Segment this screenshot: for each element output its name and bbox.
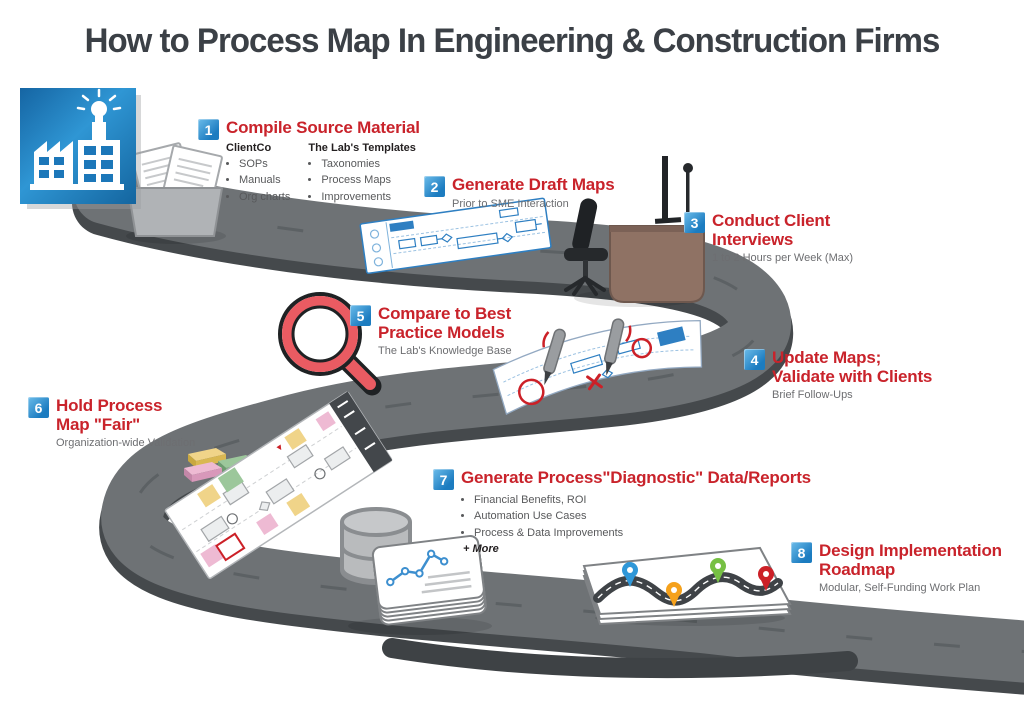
step-8: 8 Design Implementation Roadmap Modular,…: [791, 541, 1002, 595]
list-item: Financial Benefits, ROI: [474, 492, 811, 509]
step-7-title: Generate Process"Diagnostic" Data/Report…: [461, 468, 811, 487]
step-1: 1 Compile Source Material ClientCo SOPs …: [198, 118, 420, 206]
list-item: SOPs: [239, 156, 290, 173]
folder-documents: [126, 142, 224, 237]
draft-map-sheet: [359, 197, 552, 275]
column-header: ClientCo: [226, 141, 272, 154]
magnifier-icon: [278, 292, 382, 396]
step-7-more-label: + More: [463, 543, 499, 556]
winding-road: [72, 162, 1024, 695]
step-3-number-badge: 3: [684, 212, 705, 233]
step-8-number-badge: 8: [791, 542, 812, 563]
step-5-title: Compare to Best Practice Models: [378, 304, 512, 342]
step-4-number-badge: 4: [744, 349, 765, 370]
factory-logo: [20, 88, 141, 209]
location-pin-icons: [622, 558, 774, 607]
step-2: 2 Generate Draft Maps Prior to SME Inter…: [424, 175, 615, 210]
step-1-number-badge: 1: [198, 119, 219, 140]
step-7: 7 Generate Process"Diagnostic" Data/Repo…: [433, 468, 811, 556]
list-item: Process Maps: [321, 172, 416, 189]
step-2-number-badge: 2: [424, 176, 445, 197]
step-6: 6 Hold Process Map "Fair" Organization-w…: [28, 396, 196, 450]
lightbulb-icon: [76, 88, 122, 122]
office-desk-chair: [564, 156, 705, 303]
step-5: 5 Compare to Best Practice Models The La…: [350, 304, 512, 358]
road-end-curl: [382, 638, 858, 679]
step-4: 4 Update Maps; Validate with Clients Bri…: [744, 348, 933, 402]
list-item: Manuals: [239, 172, 290, 189]
step-2-title: Generate Draft Maps: [452, 175, 615, 194]
step-3: 3 Conduct Client Interviews 1 to 2 Hours…: [684, 211, 854, 265]
step-6-number-badge: 6: [28, 397, 49, 418]
column-header: The Lab's Templates: [308, 141, 416, 154]
step-3-title: Conduct Client Interviews: [712, 211, 831, 249]
list-item: Org charts: [239, 189, 290, 206]
step-3-subtitle: 1 to 2 Hours per Week (Max): [712, 252, 854, 265]
list-item: Process & Data Improvements: [474, 525, 811, 542]
page-title: How to Process Map In Engineering & Cons…: [84, 22, 941, 60]
step-8-title: Design Implementation Roadmap: [819, 541, 1002, 579]
step-1-details: ClientCo SOPs Manuals Org charts The Lab…: [226, 142, 420, 206]
step-5-number-badge: 5: [350, 305, 371, 326]
clientco-column: ClientCo SOPs Manuals Org charts: [226, 142, 290, 206]
step-5-subtitle: The Lab's Knowledge Base: [378, 345, 512, 358]
annotated-map-with-pens: [492, 318, 703, 416]
step-6-subtitle: Organization-wide Validation: [56, 437, 196, 450]
step-7-bullets: Financial Benefits, ROI Automation Use C…: [474, 492, 811, 542]
step-8-subtitle: Modular, Self-Funding Work Plan: [819, 582, 981, 595]
step-7-number-badge: 7: [433, 469, 454, 490]
step-1-title: Compile Source Material: [226, 118, 420, 137]
step-6-title: Hold Process Map "Fair": [56, 396, 163, 434]
step-4-title: Update Maps; Validate with Clients: [772, 348, 933, 386]
lab-templates-column: The Lab's Templates Taxonomies Process M…: [308, 142, 416, 206]
list-item: Improvements: [321, 189, 416, 206]
report-papers-stack: [371, 534, 487, 626]
step-4-subtitle: Brief Follow-Ups: [772, 389, 853, 402]
process-map-sheet: [164, 391, 393, 579]
list-item: Taxonomies: [321, 156, 416, 173]
roadmap-stack: [582, 546, 792, 626]
step-2-subtitle: Prior to SME Interaction: [452, 197, 569, 210]
list-item: Automation Use Cases: [474, 508, 811, 525]
